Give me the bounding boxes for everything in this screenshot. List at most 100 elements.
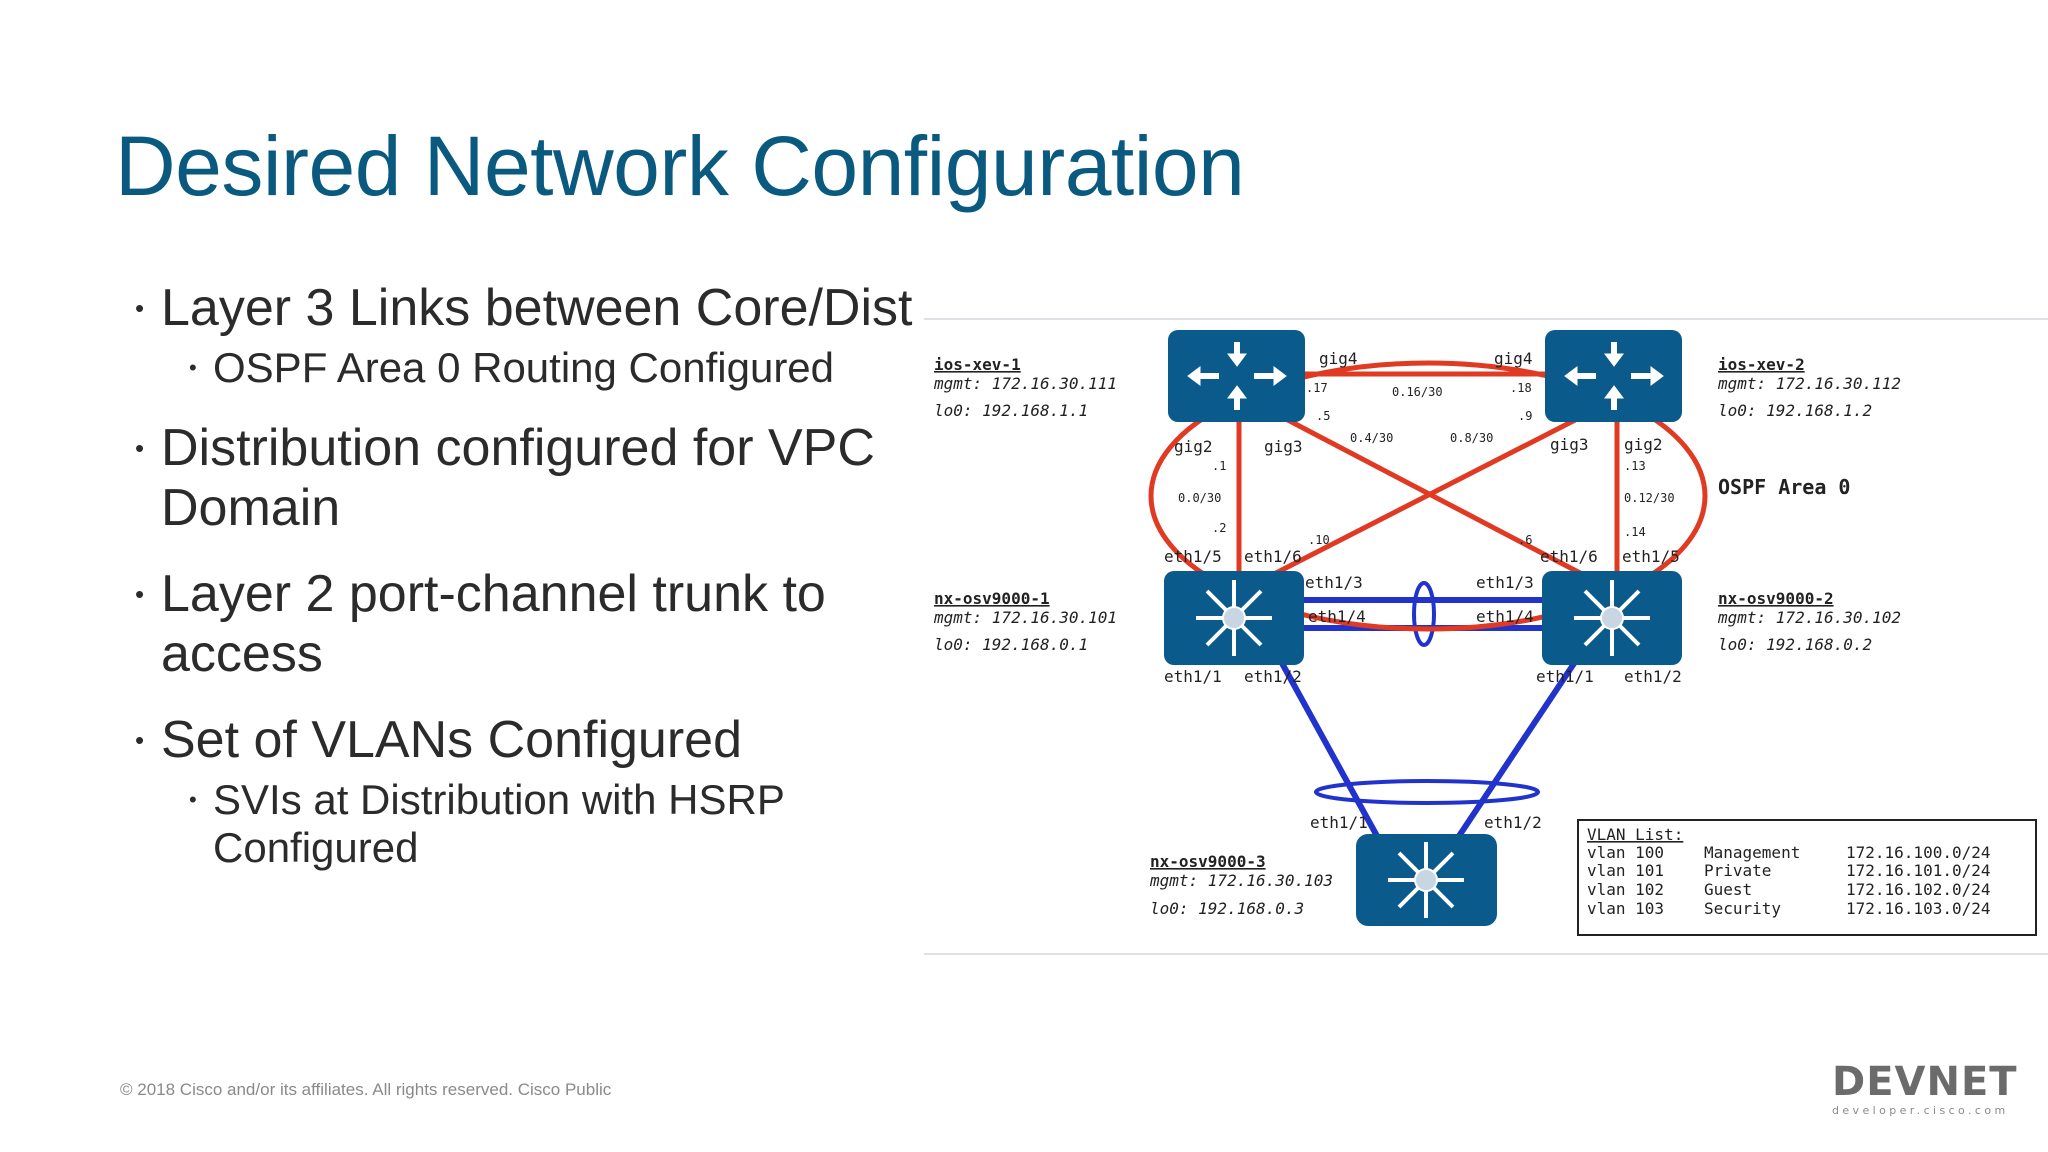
svg-text:gig2: gig2 bbox=[1624, 435, 1663, 454]
router-icon bbox=[1187, 342, 1287, 410]
vpc-peer-link-bundle bbox=[1412, 581, 1436, 647]
ospf-area-label: OSPF Area 0 bbox=[1718, 475, 1850, 499]
svg-text:lo0: 192.168.0.1: lo0: 192.168.0.1 bbox=[934, 635, 1088, 654]
svg-text:eth1/1: eth1/1 bbox=[1164, 667, 1222, 686]
svg-text:.18: .18 bbox=[1510, 381, 1532, 395]
svg-text:gig3: gig3 bbox=[1264, 437, 1303, 456]
device-label-ios-xev-2: ios-xev-2 mgmt: 172.16.30.112 lo0: 192.1… bbox=[1717, 355, 1901, 420]
svg-text:eth1/1: eth1/1 bbox=[1310, 813, 1368, 832]
devnet-logo-url: developer.cisco.com bbox=[1832, 1104, 2009, 1117]
subnet-labels: 0.16/30 0.4/30 0.8/30 0.0/30 0.12/30 .17… bbox=[1178, 381, 1675, 547]
svg-text:ios-xev-1: ios-xev-1 bbox=[934, 355, 1021, 374]
svg-text:lo0: 192.168.0.3: lo0: 192.168.0.3 bbox=[1150, 899, 1304, 918]
svg-text:.13: .13 bbox=[1624, 459, 1646, 473]
svg-text:0.16/30: 0.16/30 bbox=[1392, 385, 1443, 399]
devnet-logo: DEVNET developer.cisco.com bbox=[1832, 1059, 2018, 1117]
vlan-row-name: Management bbox=[1704, 843, 1800, 862]
svg-text:eth1/2: eth1/2 bbox=[1484, 813, 1542, 832]
sub-bullet-item: OSPF Area 0 Routing Configured bbox=[161, 344, 935, 392]
link-ios2-nx1 bbox=[1272, 415, 1581, 577]
svg-text:nx-osv9000-1: nx-osv9000-1 bbox=[934, 589, 1050, 608]
vlan-list-title: VLAN List: bbox=[1587, 825, 1683, 844]
svg-text:eth1/2: eth1/2 bbox=[1624, 667, 1682, 686]
svg-text:mgmt: 172.16.30.112: mgmt: 172.16.30.112 bbox=[1717, 374, 1901, 393]
svg-text:.6: .6 bbox=[1518, 533, 1532, 547]
svg-text:mgmt: 172.16.30.111: mgmt: 172.16.30.111 bbox=[933, 374, 1117, 393]
svg-text:.10: .10 bbox=[1308, 533, 1330, 547]
svg-text:.17: .17 bbox=[1306, 381, 1328, 395]
bullet-list: Layer 3 Links between Core/Dist OSPF Are… bbox=[135, 278, 935, 898]
link-ios1-nx2 bbox=[1282, 415, 1584, 577]
svg-text:ios-xev-2: ios-xev-2 bbox=[1718, 355, 1805, 374]
switch-icon bbox=[1388, 842, 1464, 918]
device-label-ios-xev-1: ios-xev-1 mgmt: 172.16.30.111 lo0: 192.1… bbox=[933, 355, 1117, 420]
svg-text:gig3: gig3 bbox=[1550, 435, 1589, 454]
device-label-nx-osv9000-2: nx-osv9000-2 mgmt: 172.16.30.102 lo0: 19… bbox=[1717, 589, 1901, 654]
svg-text:gig2: gig2 bbox=[1174, 437, 1213, 456]
devnet-logo-word: DEVNET bbox=[1832, 1059, 2018, 1105]
vlan-row-id: vlan 100 bbox=[1587, 843, 1664, 862]
svg-text:0.8/30: 0.8/30 bbox=[1450, 431, 1493, 445]
vlan-row-id: vlan 102 bbox=[1587, 880, 1664, 899]
l2-links bbox=[1275, 597, 1582, 838]
vlan-row-name: Private bbox=[1704, 861, 1771, 880]
svg-text:eth1/3: eth1/3 bbox=[1476, 573, 1534, 592]
vlan-row-id: vlan 101 bbox=[1587, 861, 1664, 880]
svg-text:eth1/3: eth1/3 bbox=[1305, 573, 1363, 592]
access-port-channel-bundle bbox=[1314, 779, 1540, 805]
vlan-row-id: vlan 103 bbox=[1587, 899, 1664, 918]
link-nx2-nx3 bbox=[1456, 654, 1582, 838]
svg-text:0.12/30: 0.12/30 bbox=[1624, 491, 1675, 505]
svg-text:eth1/2: eth1/2 bbox=[1244, 667, 1302, 686]
device-ios-xev-1 bbox=[1168, 330, 1305, 422]
device-label-nx-osv9000-1: nx-osv9000-1 mgmt: 172.16.30.101 lo0: 19… bbox=[933, 589, 1117, 654]
switch-icon bbox=[1574, 580, 1650, 656]
vlan-row-name: Guest bbox=[1704, 880, 1752, 899]
svg-text:gig4: gig4 bbox=[1319, 349, 1358, 368]
svg-text:.5: .5 bbox=[1316, 409, 1330, 423]
vlan-row-subnet: 172.16.101.0/24 bbox=[1846, 861, 1991, 880]
svg-text:lo0: 192.168.1.1: lo0: 192.168.1.1 bbox=[934, 401, 1088, 420]
device-label-nx-osv9000-3: nx-osv9000-3 mgmt: 172.16.30.103 lo0: 19… bbox=[1149, 852, 1333, 918]
svg-text:eth1/5: eth1/5 bbox=[1164, 547, 1222, 566]
router-icon bbox=[1564, 342, 1664, 410]
svg-text:mgmt: 172.16.30.103: mgmt: 172.16.30.103 bbox=[1149, 871, 1333, 890]
svg-text:gig4: gig4 bbox=[1494, 349, 1533, 368]
vlan-row-subnet: 172.16.102.0/24 bbox=[1846, 880, 1991, 899]
network-topology-diagram: ios-xev-1 mgmt: 172.16.30.111 lo0: 192.1… bbox=[924, 318, 2048, 955]
svg-text:.2: .2 bbox=[1212, 521, 1226, 535]
switch-icon bbox=[1196, 580, 1272, 656]
svg-text:lo0: 192.168.1.2: lo0: 192.168.1.2 bbox=[1718, 401, 1872, 420]
svg-text:eth1/6: eth1/6 bbox=[1244, 547, 1302, 566]
page-title: Desired Network Configuration bbox=[115, 119, 1245, 213]
svg-text:eth1/4: eth1/4 bbox=[1476, 607, 1534, 626]
sub-bullet-item: SVIs at Distribution with HSRP Configure… bbox=[161, 776, 913, 872]
svg-text:eth1/4: eth1/4 bbox=[1308, 607, 1366, 626]
bullet-item: Distribution configured for VPC Domain bbox=[135, 418, 921, 538]
svg-text:eth1/6: eth1/6 bbox=[1540, 547, 1598, 566]
copyright-footer: © 2018 Cisco and/or its affiliates. All … bbox=[120, 1080, 612, 1099]
svg-text:lo0: 192.168.0.2: lo0: 192.168.0.2 bbox=[1718, 635, 1872, 654]
svg-text:eth1/1: eth1/1 bbox=[1536, 667, 1594, 686]
vlan-list-box: VLAN List: vlan 100 Management 172.16.10… bbox=[1577, 819, 2037, 936]
bullet-item: Layer 2 port-channel trunk to access bbox=[135, 564, 921, 684]
svg-text:mgmt: 172.16.30.101: mgmt: 172.16.30.101 bbox=[933, 608, 1117, 627]
vlan-row-name: Security bbox=[1704, 899, 1781, 918]
link-nx1-nx3 bbox=[1275, 654, 1380, 838]
vlan-row-subnet: 172.16.100.0/24 bbox=[1846, 843, 1991, 862]
svg-text:.1: .1 bbox=[1212, 459, 1226, 473]
device-nx-osv9000-2 bbox=[1542, 571, 1682, 665]
svg-text:eth1/5: eth1/5 bbox=[1622, 547, 1680, 566]
svg-text:0.0/30: 0.0/30 bbox=[1178, 491, 1221, 505]
device-ios-xev-2 bbox=[1545, 330, 1682, 422]
ospf-area-boundary bbox=[1148, 360, 1708, 632]
bullet-item: Layer 3 Links between Core/Dist OSPF Are… bbox=[135, 278, 935, 392]
svg-text:nx-osv9000-3: nx-osv9000-3 bbox=[1150, 852, 1266, 871]
svg-text:.14: .14 bbox=[1624, 525, 1646, 539]
device-nx-osv9000-1 bbox=[1164, 571, 1304, 665]
svg-text:mgmt: 172.16.30.102: mgmt: 172.16.30.102 bbox=[1717, 608, 1901, 627]
svg-text:0.4/30: 0.4/30 bbox=[1350, 431, 1393, 445]
svg-text:.9: .9 bbox=[1518, 409, 1532, 423]
port-labels: gig4 gig4 gig2 gig3 gig3 gig2 eth1/5 eth… bbox=[1164, 349, 1682, 832]
bullet-item: Set of VLANs Configured SVIs at Distribu… bbox=[135, 710, 935, 872]
